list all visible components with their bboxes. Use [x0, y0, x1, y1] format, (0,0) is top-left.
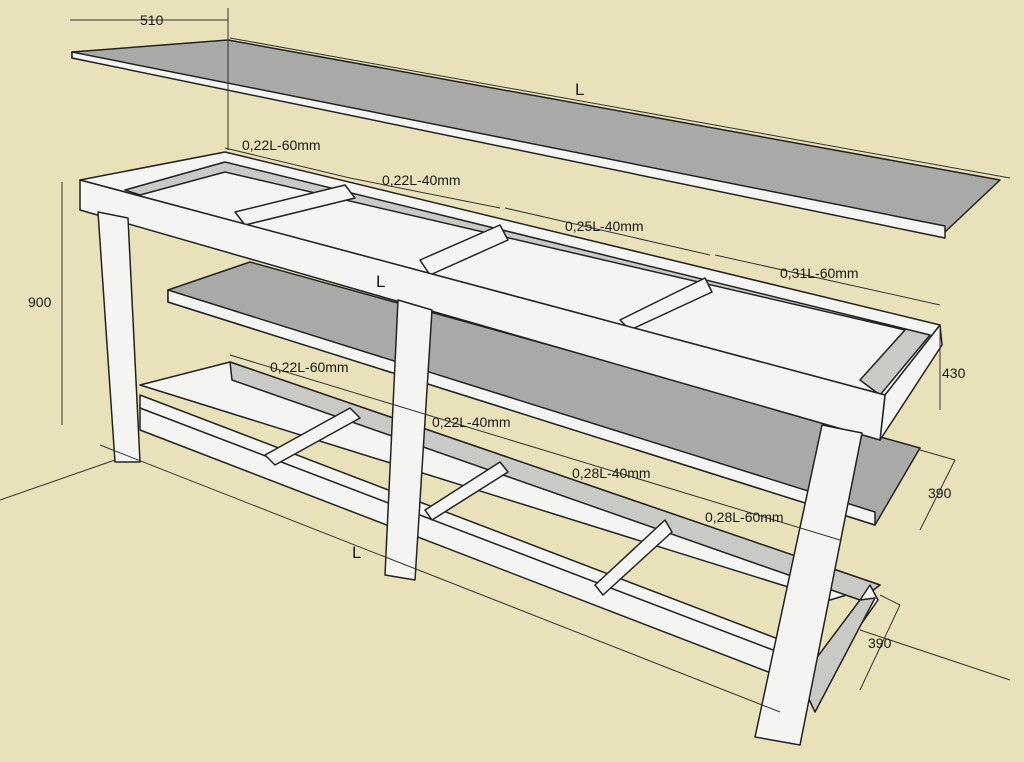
label-upper-seg4: 0,31L-60mm — [780, 265, 859, 281]
label-frame-length: L — [376, 272, 385, 291]
label-upper-depth: 430 — [942, 365, 966, 381]
label-top-depth: 510 — [140, 12, 164, 28]
label-height: 900 — [28, 294, 52, 310]
label-top-length: L — [575, 80, 584, 99]
leg-front-middle — [384, 299, 433, 581]
label-shelf-depth: 390 — [928, 485, 952, 501]
label-lower-seg3: 0,28L-40mm — [572, 465, 651, 481]
shelf-edge — [167, 289, 876, 526]
upper-frame — [79, 151, 943, 441]
label-upper-seg2: 0,22L-40mm — [382, 172, 461, 188]
label-lower-seg2: 0,22L-40mm — [432, 414, 511, 430]
legs — [97, 211, 863, 746]
label-lower-seg4: 0,28L-60mm — [705, 509, 784, 525]
label-upper-seg3: 0,25L-40mm — [565, 218, 644, 234]
label-lower-depth: 390 — [868, 635, 892, 651]
leg-front-left — [97, 211, 141, 463]
leg-front-right — [754, 424, 863, 746]
label-lower-length: L — [352, 543, 361, 562]
dimension-lines — [61, 8, 1011, 713]
label-lower-seg1: 0,22L-60mm — [270, 359, 349, 375]
floor-lines — [0, 459, 1011, 681]
label-upper-seg1: 0,22L-60mm — [242, 137, 321, 153]
top-board-edge — [71, 51, 946, 239]
